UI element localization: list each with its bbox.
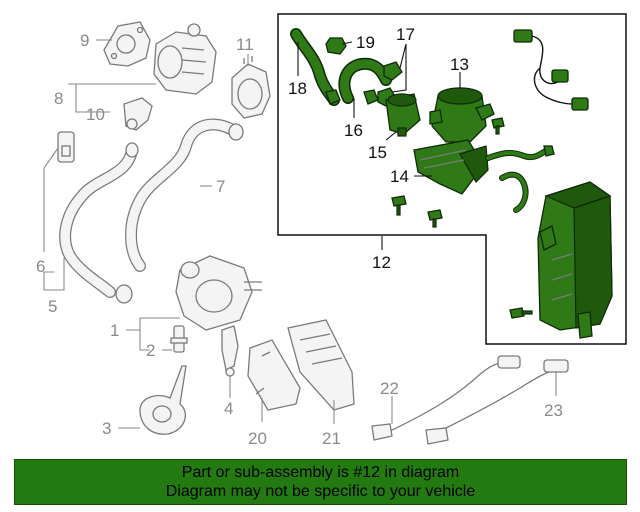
- callout-20: 20: [248, 429, 267, 448]
- callout-18: 18: [288, 79, 307, 98]
- part-20-module: [247, 339, 301, 411]
- banner-line-2: Diagram may not be specific to your vehi…: [165, 483, 476, 500]
- banner-line-1: Part or sub-assembly is #12 in diagram: [181, 464, 460, 481]
- part-6-sensor: [57, 131, 75, 163]
- callout-21: 21: [322, 429, 341, 448]
- part-11-ring: [231, 56, 271, 119]
- callout-15: 15: [368, 143, 387, 162]
- callout-10: 10: [86, 105, 105, 124]
- part-5-hose: [59, 142, 139, 304]
- mounting-bolts: [391, 195, 533, 319]
- small-hoses: [485, 145, 555, 213]
- callout-7: 7: [216, 177, 225, 196]
- part-7-hose: [125, 118, 244, 272]
- callout-4: 4: [224, 399, 233, 418]
- callout-12: 12: [372, 253, 391, 272]
- part-1-pump: [175, 255, 262, 331]
- callout-9: 9: [80, 31, 89, 50]
- bolt-near-13: [491, 117, 505, 135]
- assembly-12-frame: [277, 13, 627, 345]
- part-8-valve: [153, 23, 217, 95]
- part-13-valve: [429, 87, 495, 143]
- part-19-clamp: [325, 37, 347, 55]
- callout-11: 11: [236, 35, 254, 54]
- leader-lines: [43, 39, 557, 429]
- part-22-sensor: [371, 355, 521, 441]
- wiring-harness: [513, 29, 589, 111]
- part-14-bracket: [413, 139, 489, 195]
- callout-5: 5: [48, 297, 57, 316]
- callout-16: 16: [344, 121, 363, 140]
- part-2-fitting: [170, 325, 188, 353]
- part-21-shield: [287, 319, 355, 411]
- callout-2: 2: [146, 341, 155, 360]
- charcoal-canister: [537, 181, 613, 339]
- callout-6: 6: [36, 257, 45, 276]
- callout-23: 23: [544, 401, 563, 420]
- callout-3: 3: [102, 419, 111, 438]
- callout-14: 14: [390, 167, 409, 186]
- part-15-valve: [385, 93, 421, 137]
- info-banner: Part or sub-assembly is #12 in diagram D…: [14, 459, 627, 505]
- callout-17: 17: [396, 25, 415, 44]
- part-16-hose: [325, 57, 392, 105]
- callout-19: 19: [356, 33, 375, 52]
- callout-13: 13: [450, 55, 469, 74]
- callout-labels: 9 8 10 11 7 6 5 1 2 3 4 20 21 22 23 19 1…: [36, 25, 563, 448]
- part-3-bracket: [139, 365, 187, 435]
- part-9-plate: [103, 21, 151, 67]
- callout-22: 22: [380, 379, 399, 398]
- part-4-bracket: [221, 325, 239, 377]
- callout-1: 1: [110, 321, 119, 340]
- callout-8: 8: [54, 89, 63, 108]
- parts-diagram: 9 8 10 11 7 6 5 1 2 3 4 20 21 22 23 19 1…: [36, 13, 627, 448]
- part-10-connector: [123, 97, 153, 131]
